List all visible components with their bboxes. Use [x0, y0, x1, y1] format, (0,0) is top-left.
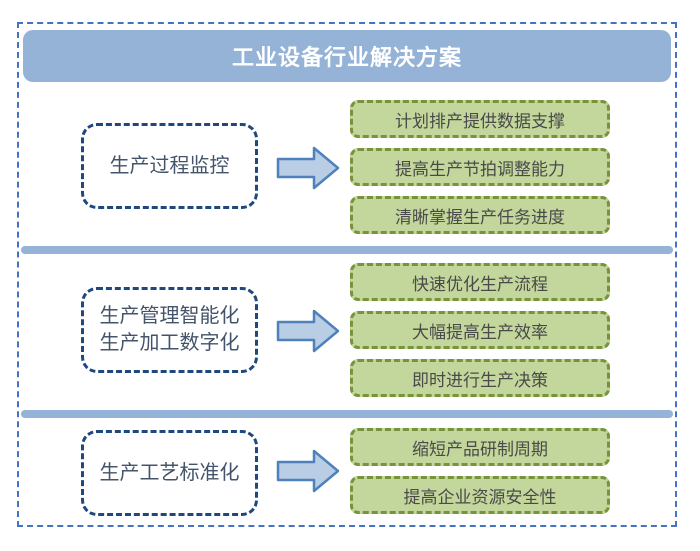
diagram-title: 工业设备行业解决方案 — [231, 45, 462, 70]
outcome-box: 提高企业资源安全性 — [350, 476, 610, 514]
category-label: 生产过程监控 — [109, 154, 230, 177]
category-label: 生产工艺标准化 — [99, 461, 240, 484]
category-label-line: 生产加工数字化 — [99, 332, 240, 354]
right-arrow-icon — [276, 146, 340, 190]
right-arrow-icon — [276, 449, 340, 493]
outcome-box: 清晰掌握生产任务进度 — [350, 196, 610, 234]
outcome-label: 提高生产节拍调整能力 — [395, 159, 565, 179]
right-arrow-icon — [276, 309, 340, 353]
category-box-smart-management-digital-processing: 生产管理智能化 生产加工数字化 — [81, 287, 258, 373]
outcome-box: 即时进行生产决策 — [350, 359, 610, 397]
category-box-production-process-monitoring: 生产过程监控 — [81, 123, 258, 209]
outcome-label: 提高企业资源安全性 — [403, 487, 557, 507]
outcome-box: 提高生产节拍调整能力 — [350, 148, 610, 186]
outcome-label: 计划排产提供数据支撑 — [395, 111, 565, 131]
outcome-label: 快速优化生产流程 — [412, 274, 548, 294]
outcome-label: 大幅提高生产效率 — [412, 322, 548, 342]
outcome-box: 缩短产品研制周期 — [350, 428, 610, 466]
outcome-box: 大幅提高生产效率 — [350, 311, 610, 349]
outcome-box: 快速优化生产流程 — [350, 263, 610, 301]
section-divider — [21, 246, 673, 254]
outcome-label: 即时进行生产决策 — [412, 370, 548, 390]
outcome-label: 清晰掌握生产任务进度 — [395, 207, 565, 227]
category-label-line: 生产管理智能化 — [99, 305, 240, 327]
outer-dashed-border — [17, 22, 677, 527]
outcome-label: 缩短产品研制周期 — [412, 439, 548, 459]
title-bar: 工业设备行业解决方案 — [23, 30, 671, 82]
section-divider — [21, 410, 673, 418]
category-box-process-standardization: 生产工艺标准化 — [81, 430, 258, 516]
outcome-box: 计划排产提供数据支撑 — [350, 100, 610, 138]
